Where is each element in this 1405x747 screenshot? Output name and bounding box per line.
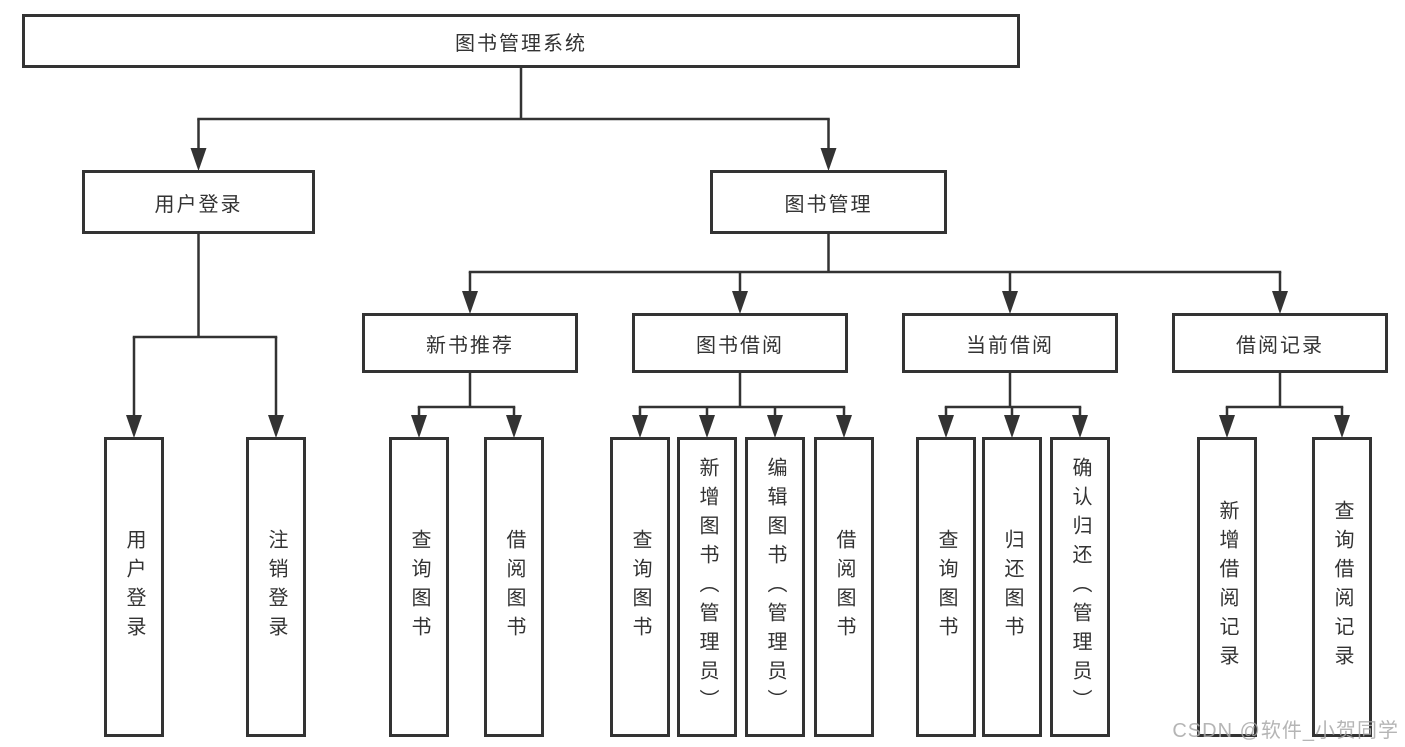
node-label: 查询借阅记录 (1331, 500, 1353, 674)
node-label: 新书推荐 (426, 334, 514, 357)
node-label: 归还图书 (1001, 529, 1023, 645)
arrowhead-icon (506, 415, 522, 438)
node-label: 图书借阅 (696, 334, 784, 357)
edge-group-book-mgmt-branch (462, 234, 1288, 314)
node-label: 查询图书 (629, 529, 651, 645)
node-label: 借阅图书 (503, 529, 525, 645)
arrowhead-icon (190, 148, 207, 171)
node-leaf-edit-books: 编辑图书（管理员） (745, 437, 805, 737)
arrowhead-icon (462, 291, 478, 314)
node-leaf-borrow-books-1: 借阅图书 (484, 437, 544, 737)
node-label: 编辑图书（管理员） (764, 456, 786, 718)
arrowhead-icon (268, 415, 284, 438)
node-label: 用户登录 (123, 529, 145, 645)
node-leaf-query-books-2: 查询图书 (610, 437, 670, 737)
node-label: 新增借阅记录 (1216, 500, 1238, 674)
arrowhead-icon (732, 291, 748, 314)
node-new-books-branch: 新书推荐 (362, 313, 578, 373)
node-label: 查询图书 (935, 529, 957, 645)
node-leaf-confirm-return: 确认归还（管理员） (1050, 437, 1110, 737)
arrowhead-icon (767, 415, 783, 438)
arrowhead-icon (1219, 415, 1235, 438)
node-leaf-logout: 注销登录 (246, 437, 306, 737)
node-leaf-borrow-books-2: 借阅图书 (814, 437, 874, 737)
node-current-borrow-branch: 当前借阅 (902, 313, 1118, 373)
node-label: 查询图书 (408, 529, 430, 645)
node-label: 借阅图书 (833, 529, 855, 645)
arrowhead-icon (411, 415, 427, 438)
node-label: 新增图书（管理员） (696, 456, 718, 718)
edge-group-book-borrow-branch (632, 373, 852, 438)
node-label: 确认归还（管理员） (1069, 456, 1091, 718)
node-leaf-user-login: 用户登录 (104, 437, 164, 737)
node-book-borrow-branch: 图书借阅 (632, 313, 848, 373)
node-label: 借阅记录 (1236, 334, 1324, 357)
node-label: 当前借阅 (966, 334, 1054, 357)
arrowhead-icon (1072, 415, 1088, 438)
node-label: 图书管理 (784, 193, 873, 216)
arrowhead-icon (938, 415, 954, 438)
arrowhead-icon (836, 415, 852, 438)
node-root: 图书管理系统 (22, 14, 1020, 68)
edge-group-current-borrow-branch (938, 373, 1088, 438)
arrowhead-icon (1002, 291, 1018, 314)
node-leaf-query-record: 查询借阅记录 (1312, 437, 1372, 737)
arrowhead-icon (126, 415, 142, 438)
node-label: 图书管理系统 (455, 32, 587, 55)
node-label: 用户登录 (154, 193, 243, 216)
node-leaf-add-record: 新增借阅记录 (1197, 437, 1257, 737)
node-leaf-query-books-1: 查询图书 (389, 437, 449, 737)
node-label: 注销登录 (265, 529, 287, 645)
edge-group-root (190, 68, 837, 171)
node-leaf-query-books-3: 查询图书 (916, 437, 976, 737)
arrowhead-icon (1272, 291, 1288, 314)
arrowhead-icon (820, 148, 837, 171)
arrowhead-icon (1334, 415, 1350, 438)
edge-group-borrow-records-branch (1219, 373, 1350, 438)
node-book-mgmt-branch: 图书管理 (710, 170, 947, 234)
edge-group-user-login-branch (126, 234, 284, 438)
arrowhead-icon (1004, 415, 1020, 438)
node-user-login-branch: 用户登录 (82, 170, 315, 234)
edge-group-new-books-branch (411, 373, 522, 438)
node-leaf-add-books: 新增图书（管理员） (677, 437, 737, 737)
arrowhead-icon (699, 415, 715, 438)
node-borrow-records-branch: 借阅记录 (1172, 313, 1388, 373)
node-leaf-return-books: 归还图书 (982, 437, 1042, 737)
arrowhead-icon (632, 415, 648, 438)
